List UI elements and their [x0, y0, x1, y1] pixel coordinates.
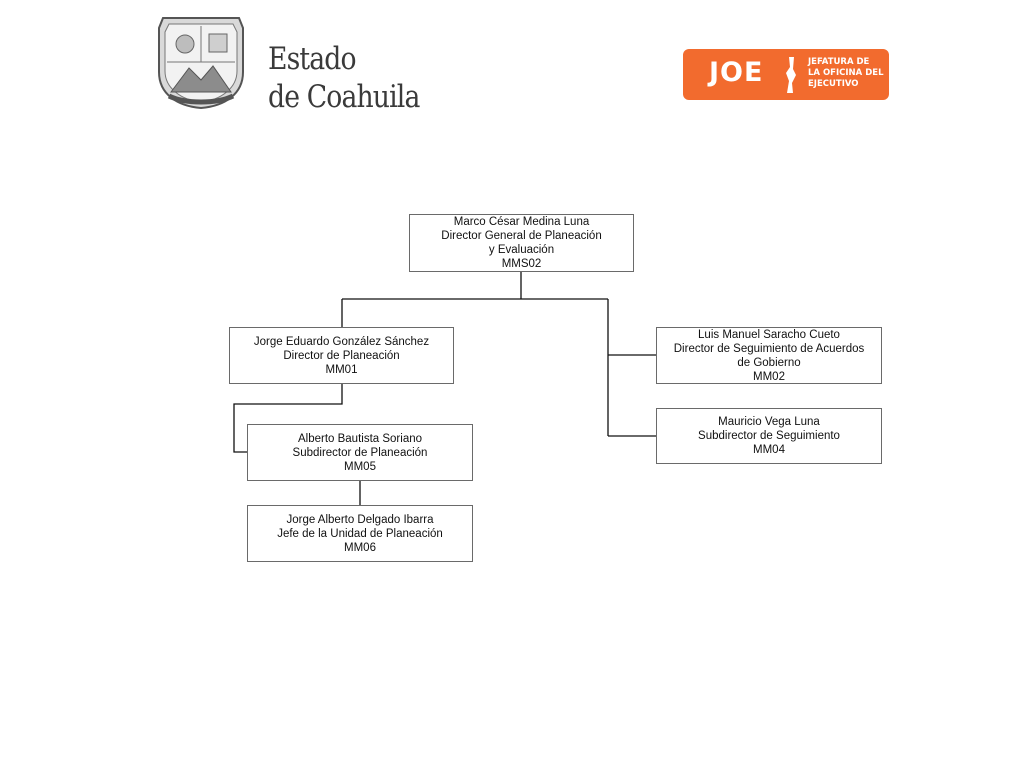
node-name: Alberto Bautista Soriano	[297, 432, 423, 445]
estado-de-coahuila-wordmark: Estado de Coahuila	[268, 40, 428, 116]
node-code: MM06	[344, 541, 376, 554]
joe-logo-badge: JOE Jefatura de la Oficina del Ejecutivo	[683, 49, 889, 100]
joe-caption-line-1: Jefatura de	[808, 57, 870, 67]
coahuila-outline-icon	[786, 57, 796, 93]
coat-of-arms-emblem	[158, 17, 244, 110]
node-title: Director de Seguimiento de Acuerdos	[673, 342, 865, 355]
node-name: Jorge Eduardo González Sánchez	[253, 335, 430, 348]
node-name: Marco César Medina Luna	[453, 216, 590, 228]
joe-caption-line-2: la Oficina del	[808, 68, 884, 78]
org-node-subdirector-planeacion: Alberto Bautista Soriano Subdirector de …	[247, 424, 473, 481]
node-title: Jefe de la Unidad de Planeación	[277, 527, 443, 540]
joe-acronym: JOE	[709, 57, 764, 88]
node-title: Subdirector de Seguimiento	[698, 430, 840, 442]
joe-caption-line-3: Ejecutivo	[808, 79, 859, 89]
node-title: Subdirector de Planeación	[292, 446, 428, 459]
node-code: MM02	[753, 370, 785, 383]
node-code: MMS02	[501, 258, 542, 270]
node-code: MM01	[325, 363, 358, 376]
node-code: MM05	[344, 460, 376, 473]
org-node-director-general: Marco César Medina Luna Director General…	[409, 214, 634, 272]
node-title-cont: y Evaluación	[488, 244, 555, 256]
node-name: Luis Manuel Saracho Cueto	[698, 328, 840, 341]
org-node-director-planeacion: Jorge Eduardo González Sánchez Director …	[229, 327, 454, 384]
node-title-cont: de Gobierno	[737, 356, 801, 369]
node-title: Director de Planeación	[283, 349, 400, 362]
connector-left-sub	[233, 383, 343, 453]
node-name: Jorge Alberto Delgado Ibarra	[286, 513, 434, 526]
org-node-jefe-unidad-planeacion: Jorge Alberto Delgado Ibarra Jefe de la …	[247, 505, 473, 562]
node-title: Director General de Planeación	[441, 230, 602, 242]
node-code: MM04	[753, 444, 785, 456]
org-node-subdirector-seguimiento: Mauricio Vega Luna Subdirector de Seguim…	[656, 408, 882, 464]
node-name: Mauricio Vega Luna	[718, 416, 820, 428]
joe-caption: Jefatura de la Oficina del Ejecutivo	[808, 57, 888, 90]
wordmark-line-1: Estado	[268, 41, 357, 77]
org-node-director-seguimiento: Luis Manuel Saracho Cueto Director de Se…	[656, 327, 882, 384]
wordmark-line-2: de Coahuila	[268, 79, 420, 115]
